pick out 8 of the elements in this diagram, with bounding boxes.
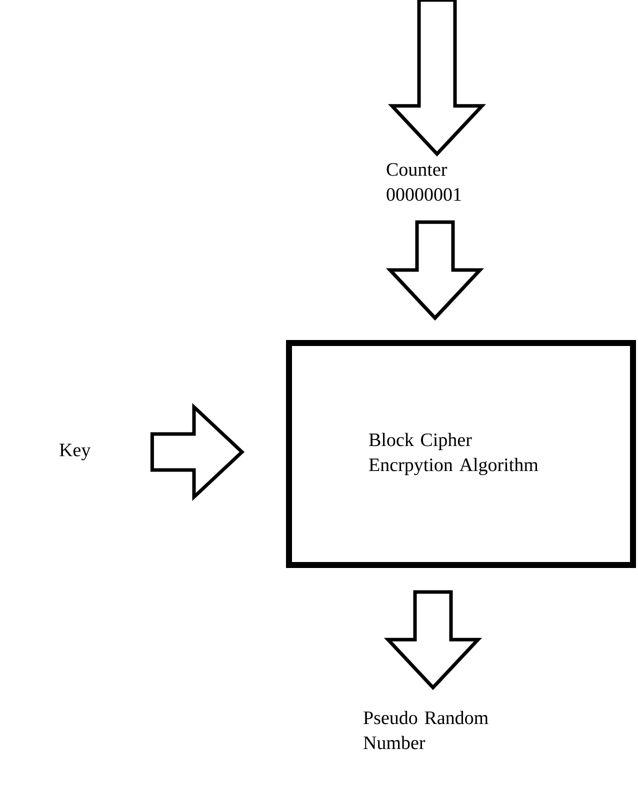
block-arrow: [388, 0, 486, 156]
block-arrow: [384, 590, 482, 690]
text-label: Pseudo Random Number: [364, 710, 488, 750]
process-box: Block Cipher Encrpytion Algorithm: [286, 340, 636, 568]
block-arrow: [150, 402, 245, 502]
text-label: Key: [60, 444, 91, 460]
text-label: Counter 00000001: [386, 163, 461, 201]
block-arrow: [386, 220, 484, 321]
